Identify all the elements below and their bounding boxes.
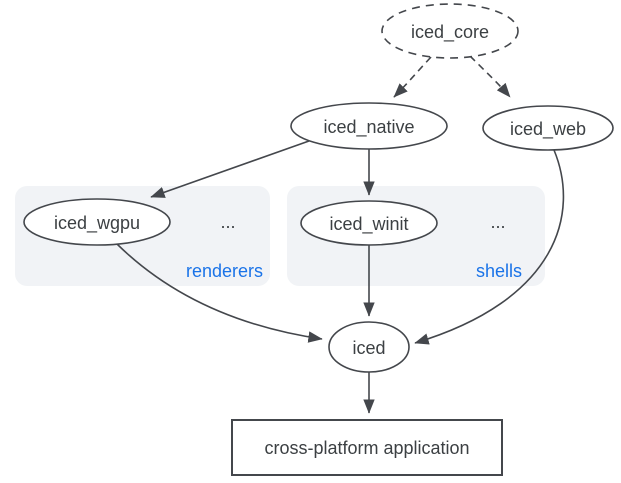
edge-core-web	[469, 55, 511, 98]
shells-group-label: shells	[476, 261, 522, 281]
edge-web-iced	[414, 149, 565, 345]
node-iced-wgpu-label: iced_wgpu	[54, 213, 140, 234]
node-iced-web-label: iced_web	[510, 119, 586, 140]
node-iced-winit-label: iced_winit	[329, 214, 408, 235]
node-cross-platform-application-label: cross-platform application	[264, 438, 469, 458]
node-iced-wgpu	[23, 198, 171, 246]
edge-wgpu-iced	[116, 243, 323, 343]
renderers-group-label: renderers	[186, 261, 263, 281]
node-iced-core	[381, 3, 519, 59]
node-iced-native	[290, 102, 448, 150]
node-iced	[328, 321, 410, 373]
edge-core-native	[393, 56, 432, 98]
node-iced-label: iced	[352, 338, 385, 358]
node-cross-platform-application	[231, 419, 503, 476]
renderers-ellipsis: ...	[220, 212, 235, 232]
node-iced-winit	[300, 200, 438, 246]
edge-native-wgpu	[150, 140, 310, 198]
shells-ellipsis: ...	[490, 212, 505, 232]
node-iced-web	[482, 105, 614, 151]
node-iced-native-label: iced_native	[323, 117, 414, 138]
node-iced-core-label: iced_core	[411, 22, 489, 43]
